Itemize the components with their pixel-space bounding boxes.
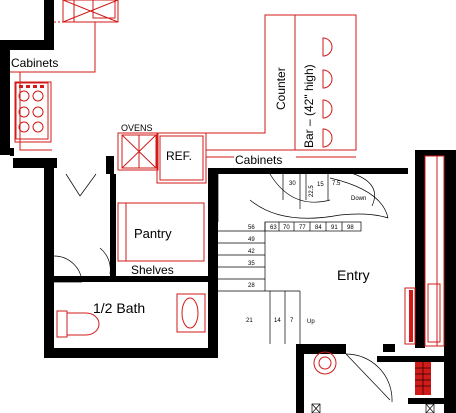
toilet bbox=[56, 310, 100, 338]
shelves-label: Shelves bbox=[131, 263, 174, 277]
cabinets-top-label: Cabinets bbox=[11, 56, 58, 70]
staircase bbox=[217, 171, 389, 344]
stair-num-7-5: 7.5 bbox=[332, 181, 341, 187]
cooktop bbox=[15, 82, 49, 140]
bar-label: Bar – (42" high) bbox=[302, 64, 316, 148]
ref-label: REF. bbox=[166, 149, 192, 163]
stair-num-28: 28 bbox=[248, 283, 255, 289]
stair-num-77: 77 bbox=[299, 225, 306, 231]
counter-label: Counter bbox=[274, 67, 288, 110]
stair-num-42: 42 bbox=[248, 249, 255, 255]
stair-num-15: 15 bbox=[317, 182, 324, 188]
pantry-shelves bbox=[117, 202, 205, 262]
pantry-label: Pantry bbox=[134, 226, 172, 241]
stair-num-84: 84 bbox=[315, 225, 322, 231]
stair-num-35: 35 bbox=[248, 261, 255, 267]
top-cabinets bbox=[54, 0, 119, 23]
down-label: Down bbox=[351, 196, 366, 202]
fireplace-heater bbox=[415, 362, 431, 395]
stair-num-91: 91 bbox=[331, 225, 338, 231]
stair-num-7: 7 bbox=[290, 318, 294, 324]
stair-num-70: 70 bbox=[283, 225, 290, 231]
stair-numbers: 30 22.5 15 7.5 63 70 77 84 91 98 56 49 4… bbox=[246, 181, 354, 324]
ovens-unit bbox=[117, 132, 159, 171]
stair-num-63: 63 bbox=[270, 225, 277, 231]
refrigerator bbox=[156, 132, 207, 184]
doors bbox=[53, 173, 393, 403]
left-cabinet-run bbox=[10, 22, 96, 151]
entry-label: Entry bbox=[337, 267, 370, 283]
ovens-label: OVENS bbox=[121, 123, 153, 133]
stair-num-21: 21 bbox=[246, 318, 253, 324]
cabinets-mid-label: Cabinets bbox=[235, 153, 282, 167]
stair-num-14: 14 bbox=[274, 318, 281, 324]
right-side-units bbox=[404, 155, 445, 347]
half-bath-label: 1/2 Bath bbox=[93, 300, 145, 316]
stair-num-49: 49 bbox=[248, 237, 255, 243]
stair-num-98: 98 bbox=[347, 225, 354, 231]
stair-num-30: 30 bbox=[289, 181, 296, 187]
stair-num-22-5: 22.5 bbox=[309, 185, 315, 197]
bottom-marks bbox=[311, 403, 435, 413]
up-label: Up bbox=[307, 319, 315, 325]
stair-num-56: 56 bbox=[248, 225, 255, 231]
bar-stools bbox=[322, 37, 333, 148]
room-labels: Cabinets OVENS REF. Counter Bar – (42" h… bbox=[10, 55, 370, 325]
entry-light bbox=[313, 351, 337, 375]
sink bbox=[176, 293, 206, 333]
